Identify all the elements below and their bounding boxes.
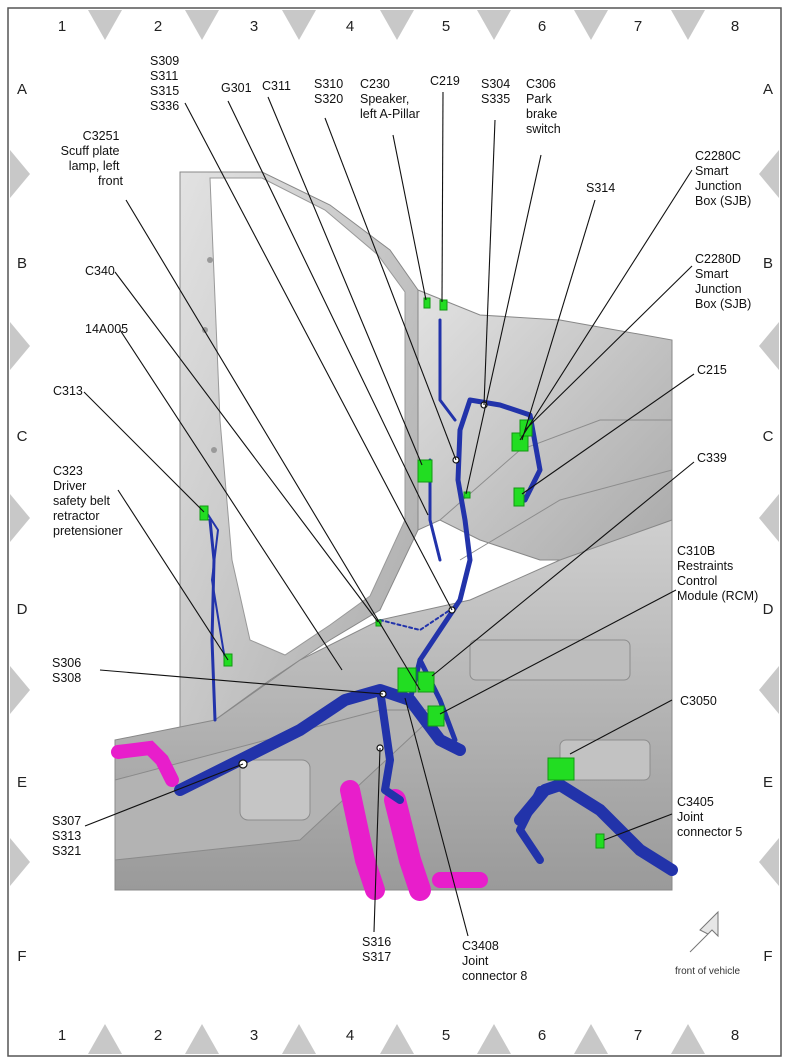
label-s310: S310 S320 [314, 77, 347, 106]
svg-text:1: 1 [58, 1027, 66, 1044]
label-s306: S306 S308 [52, 656, 85, 685]
svg-text:C: C [763, 428, 774, 445]
svg-text:3: 3 [250, 1027, 258, 1044]
svg-text:E: E [763, 774, 773, 791]
label-s314: S314 [586, 181, 615, 195]
connector-c306 [463, 491, 471, 499]
svg-text:6: 6 [538, 18, 546, 35]
label-c311: C311 [262, 79, 291, 93]
callout-labels: S309 S311 S315 S336 G301 C311 S310 S320 … [52, 54, 758, 983]
label-c313: C313 [53, 384, 83, 398]
svg-text:4: 4 [346, 1027, 354, 1044]
label-c3251: C3251 Scuff plate lamp, left front [61, 129, 124, 188]
row-labels-right: A B C D E F [763, 81, 774, 965]
connector-c310b [427, 705, 445, 727]
label-c323: C323 Driver safety belt retractor preten… [53, 464, 123, 538]
blue-harness [174, 318, 678, 876]
svg-text:3: 3 [250, 18, 258, 35]
label-c3405: C3405 Joint connector 5 [677, 795, 742, 839]
label-s309: S309 S311 S315 S336 [150, 54, 183, 113]
svg-text:4: 4 [346, 18, 354, 35]
svg-text:7: 7 [634, 1027, 642, 1044]
pink-harness [111, 740, 488, 901]
connector-c230 [423, 297, 431, 309]
svg-text:B: B [17, 255, 27, 272]
connector-c215 [513, 487, 525, 507]
zone-markers-left [10, 150, 30, 886]
connector-c219 [439, 299, 448, 311]
column-labels-top: 1 2 3 4 5 6 7 8 [58, 18, 739, 35]
direction-arrow-icon [689, 910, 719, 953]
zone-markers-top [88, 10, 705, 40]
connector-c339b [417, 671, 435, 693]
svg-text:5: 5 [442, 18, 450, 35]
svg-text:D: D [17, 601, 28, 618]
svg-text:F: F [17, 948, 26, 965]
svg-text:1: 1 [58, 18, 66, 35]
svg-text:A: A [17, 81, 27, 98]
connector-s310 [417, 459, 433, 483]
svg-text:2: 2 [154, 1027, 162, 1044]
svg-text:B: B [763, 255, 773, 272]
row-labels-left: A B C D E F [17, 81, 28, 965]
connector-c3050 [547, 757, 575, 781]
svg-text:7: 7 [634, 18, 642, 35]
label-c219: C219 [430, 74, 460, 88]
label-s307: S307 S313 S321 [52, 814, 85, 858]
label-s316: S316 S317 [362, 935, 395, 964]
label-c339: C339 [697, 451, 727, 465]
svg-text:2: 2 [154, 18, 162, 35]
column-labels-bottom: 1 2 3 4 5 6 7 8 [58, 1027, 739, 1044]
svg-text:8: 8 [731, 18, 739, 35]
connector-c3405 [595, 833, 605, 849]
leader-lines [83, 91, 695, 937]
front-of-vehicle-indicator: front of vehicle [675, 910, 740, 977]
svg-text:F: F [763, 948, 772, 965]
label-c215: C215 [697, 363, 727, 377]
label-c2280d: C2280D Smart Junction Box (SJB) [695, 252, 751, 311]
label-c3408: C3408 Joint connector 8 [462, 939, 527, 983]
connector-c339 [397, 667, 417, 693]
svg-text:8: 8 [731, 1027, 739, 1044]
svg-text:E: E [17, 774, 27, 791]
label-c230: C230 Speaker, left A-Pillar [360, 77, 420, 121]
connector-c313 [199, 505, 209, 521]
front-of-vehicle-label: front of vehicle [675, 966, 740, 977]
zone-markers-bottom [88, 1024, 705, 1054]
label-c306: C306 Park brake switch [526, 77, 561, 136]
label-c2280c: C2280C Smart Junction Box (SJB) [695, 149, 751, 208]
svg-text:6: 6 [538, 1027, 546, 1044]
svg-text:5: 5 [442, 1027, 450, 1044]
svg-text:A: A [763, 81, 773, 98]
label-s304: S304 S335 [481, 77, 514, 106]
label-g301: G301 [221, 81, 252, 95]
svg-text:D: D [763, 601, 774, 618]
svg-text:C: C [17, 428, 28, 445]
label-c340: C340 [85, 264, 115, 278]
zone-markers-right [759, 150, 779, 886]
label-14a005: 14A005 [85, 322, 128, 336]
label-c310b: C310B Restraints Control Module (RCM) [677, 544, 758, 603]
label-c3050: C3050 [680, 694, 717, 708]
